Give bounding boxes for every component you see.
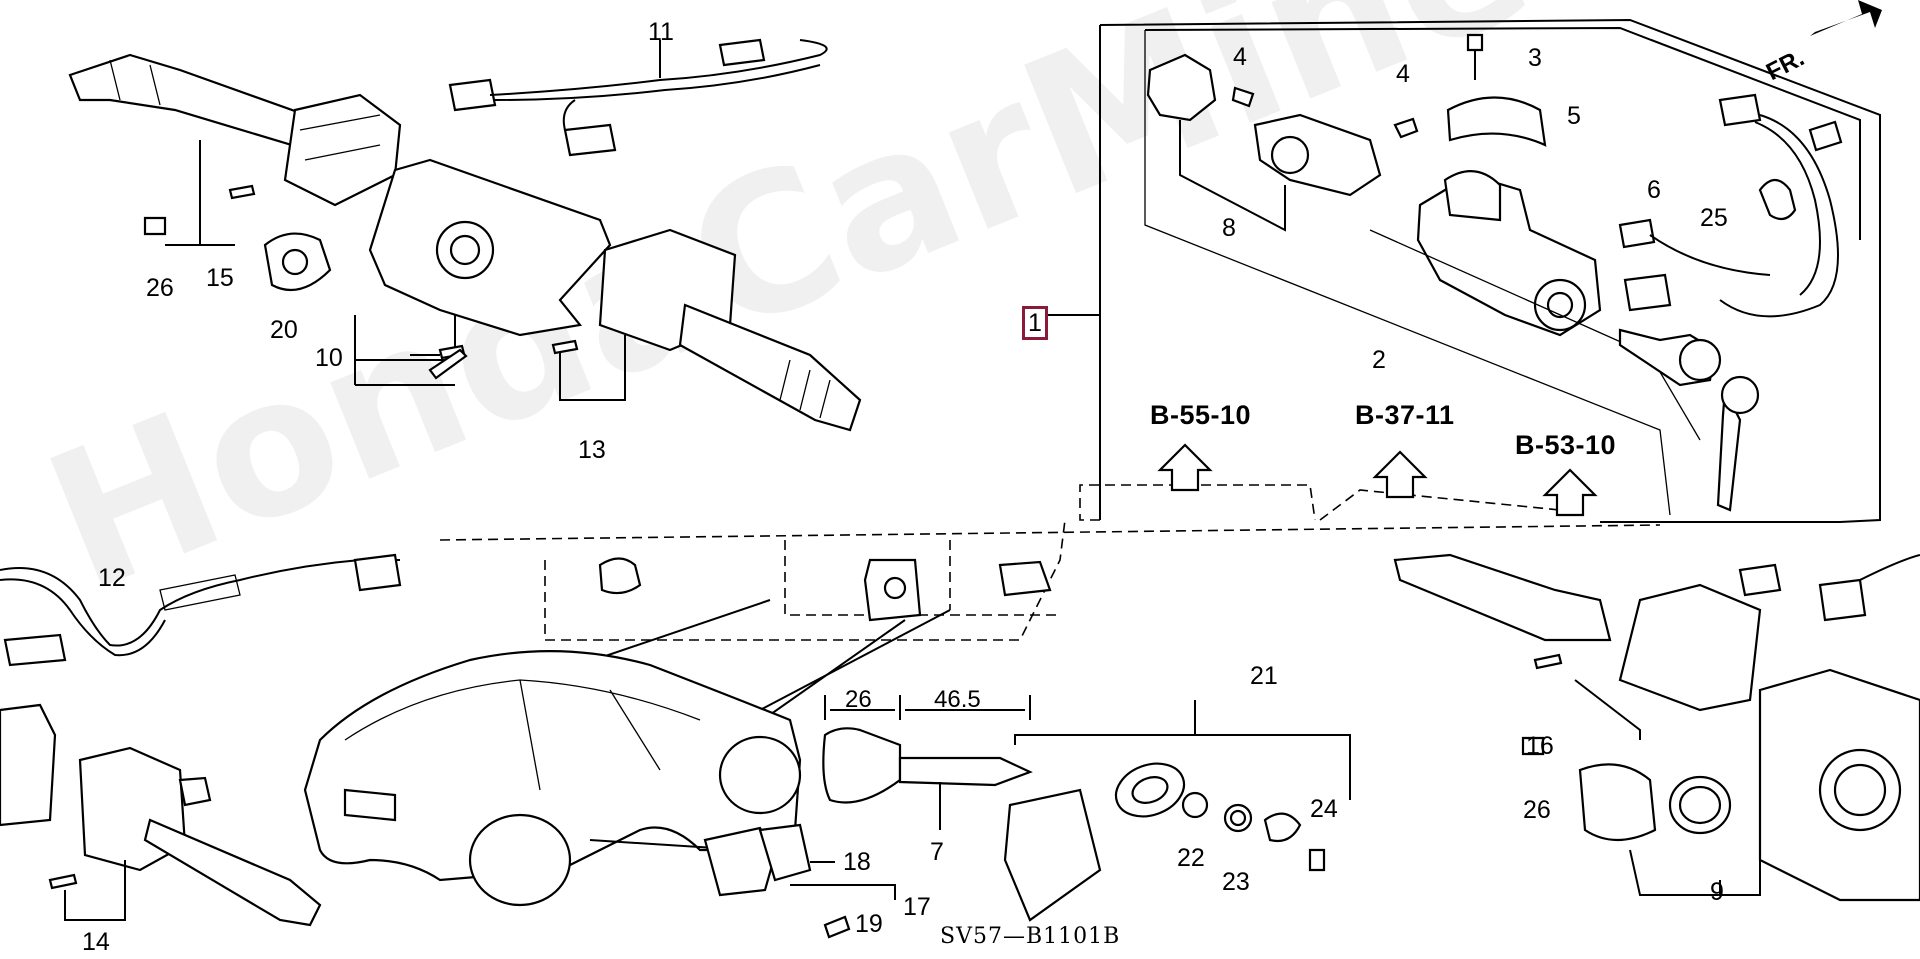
part-label-24: 24 [1310, 795, 1338, 823]
part-label-10: 10 [315, 344, 343, 372]
section-ref-1: B-55-10 [1150, 400, 1252, 430]
middle-wiring [0, 519, 1661, 667]
dimension-left: 26 [845, 686, 872, 713]
part-label-23: 23 [1222, 868, 1250, 896]
part-label-6: 6 [1647, 176, 1661, 204]
door-switch [703, 823, 896, 939]
part-label-18: 18 [843, 848, 871, 876]
part-label-4b: 4 [1396, 60, 1410, 88]
part-label-12: 12 [98, 564, 126, 592]
part-label-26b: 26 [1523, 796, 1551, 824]
part-label-9: 9 [1710, 878, 1724, 906]
part-label-3: 3 [1528, 44, 1542, 72]
assembly-callout: 1 [1022, 306, 1048, 340]
part-label-7: 7 [930, 838, 944, 866]
dimension-right: 46.5 [934, 686, 981, 713]
part-label-25: 25 [1700, 204, 1728, 232]
combination-switch-right [1393, 553, 1920, 902]
part-label-14: 14 [82, 928, 110, 956]
section-ref-2: B-37-11 [1355, 400, 1455, 430]
combination-switch-lower [0, 703, 322, 927]
ignition-parts [1144, 26, 1861, 516]
combination-switch-upper [68, 38, 862, 432]
section-ref-3: B-53-10 [1515, 430, 1617, 460]
part-label-16: 16 [1526, 732, 1554, 760]
part-label-13: 13 [578, 436, 606, 464]
diagram-code: SV57—B1101B [940, 924, 1121, 949]
front-arrow-icon [1810, 0, 1882, 36]
part-label-2: 2 [1372, 346, 1386, 374]
part-label-20: 20 [270, 316, 298, 344]
part-label-17: 17 [903, 893, 931, 921]
part-label-5: 5 [1567, 102, 1581, 130]
keyless-remote [1003, 700, 1351, 922]
part-label-4a: 4 [1233, 43, 1247, 71]
part-label-11: 11 [648, 18, 674, 46]
ignition-assembly-frame [1040, 18, 1881, 523]
key-7 [822, 695, 1033, 830]
part-label-8: 8 [1222, 214, 1236, 242]
car-silhouette [303, 650, 802, 907]
part-label-21: 21 [1250, 662, 1278, 690]
part-label-22: 22 [1177, 844, 1205, 872]
part-label-15: 15 [206, 264, 234, 292]
reference-arrows [1157, 443, 1598, 517]
part-label-26a: 26 [146, 274, 174, 302]
part-label-19: 19 [855, 910, 883, 938]
